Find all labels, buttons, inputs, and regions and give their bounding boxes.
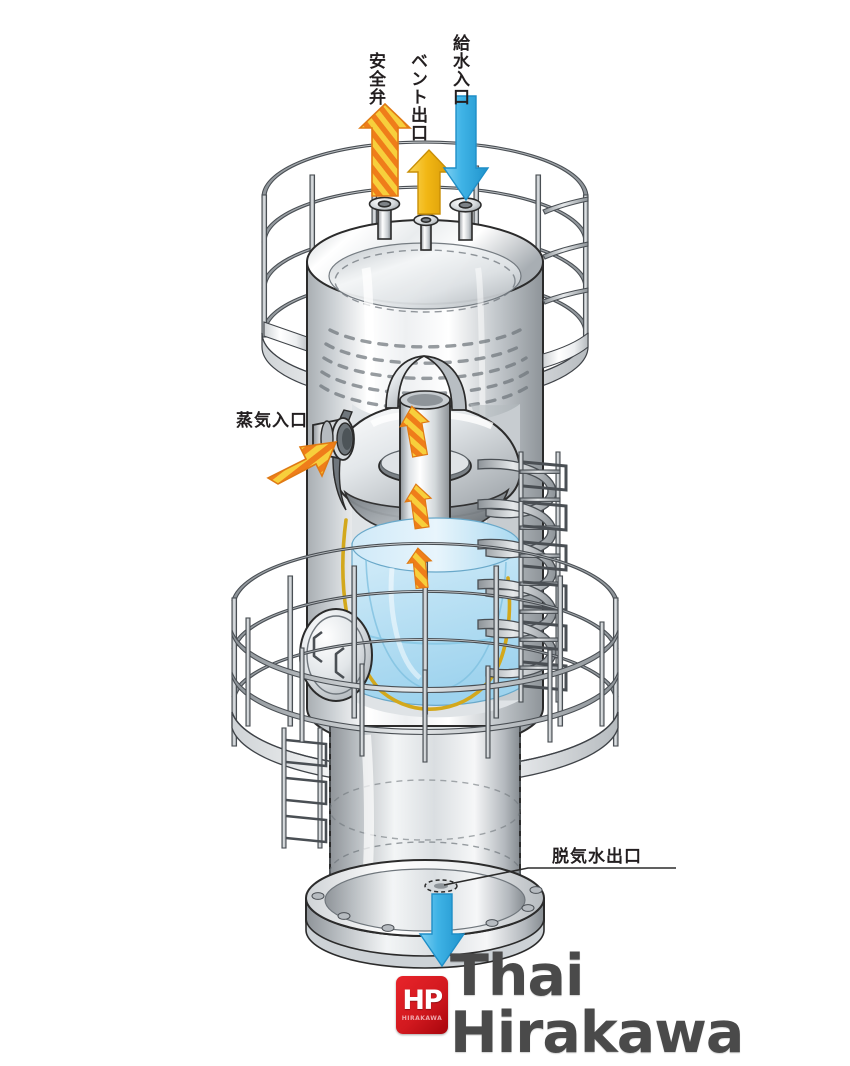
deaerator-illustration xyxy=(231,95,676,969)
label-deaerated-water-outlet: 脱気水出口 xyxy=(552,847,642,867)
leader-line-outlet xyxy=(443,867,676,886)
brand-mark-text: HP xyxy=(402,984,443,1016)
arrow-vent-outlet xyxy=(406,148,452,215)
lower-platform-railing-front xyxy=(231,617,619,763)
nozzle-safety-valve xyxy=(368,196,401,240)
brand-logo: HP HIRAKAWA Thai Hirakawa xyxy=(396,948,850,1062)
brand-name: Thai Hirakawa xyxy=(450,943,744,1066)
arrow-safety-valve xyxy=(358,102,412,197)
top-nozzles xyxy=(368,196,482,251)
diagram-canvas: 安全弁 ベント出口 給水入口 蒸気入口 脱気水出口 HP HIRAKAWA Th… xyxy=(231,34,745,1062)
label-safety-valve: 安全弁 xyxy=(365,52,385,106)
base-flange xyxy=(305,859,545,969)
brand-mark-subtext: HIRAKAWA xyxy=(401,1015,443,1023)
caged-ladder-lower xyxy=(281,727,328,849)
brand-mark-icon: HP HIRAKAWA xyxy=(396,976,449,1034)
nozzle-feedwater xyxy=(449,197,482,241)
label-vent-outlet: ベント出口 xyxy=(407,52,427,142)
arrows-internal-steam xyxy=(399,405,433,590)
outlet-nozzle xyxy=(424,879,458,893)
arrow-feedwater-inlet xyxy=(442,95,490,202)
label-steam-inlet: 蒸気入口 xyxy=(236,411,308,431)
riser-cap xyxy=(385,355,467,411)
upper-platform-railing-front xyxy=(542,196,589,369)
arrow-steam-inlet xyxy=(266,441,338,485)
arrow-deaerated-outlet xyxy=(418,893,466,968)
flange-bolts xyxy=(311,886,543,935)
lower-platform-railing-back xyxy=(231,541,619,747)
label-feedwater-inlet: 給水入口 xyxy=(449,34,469,106)
